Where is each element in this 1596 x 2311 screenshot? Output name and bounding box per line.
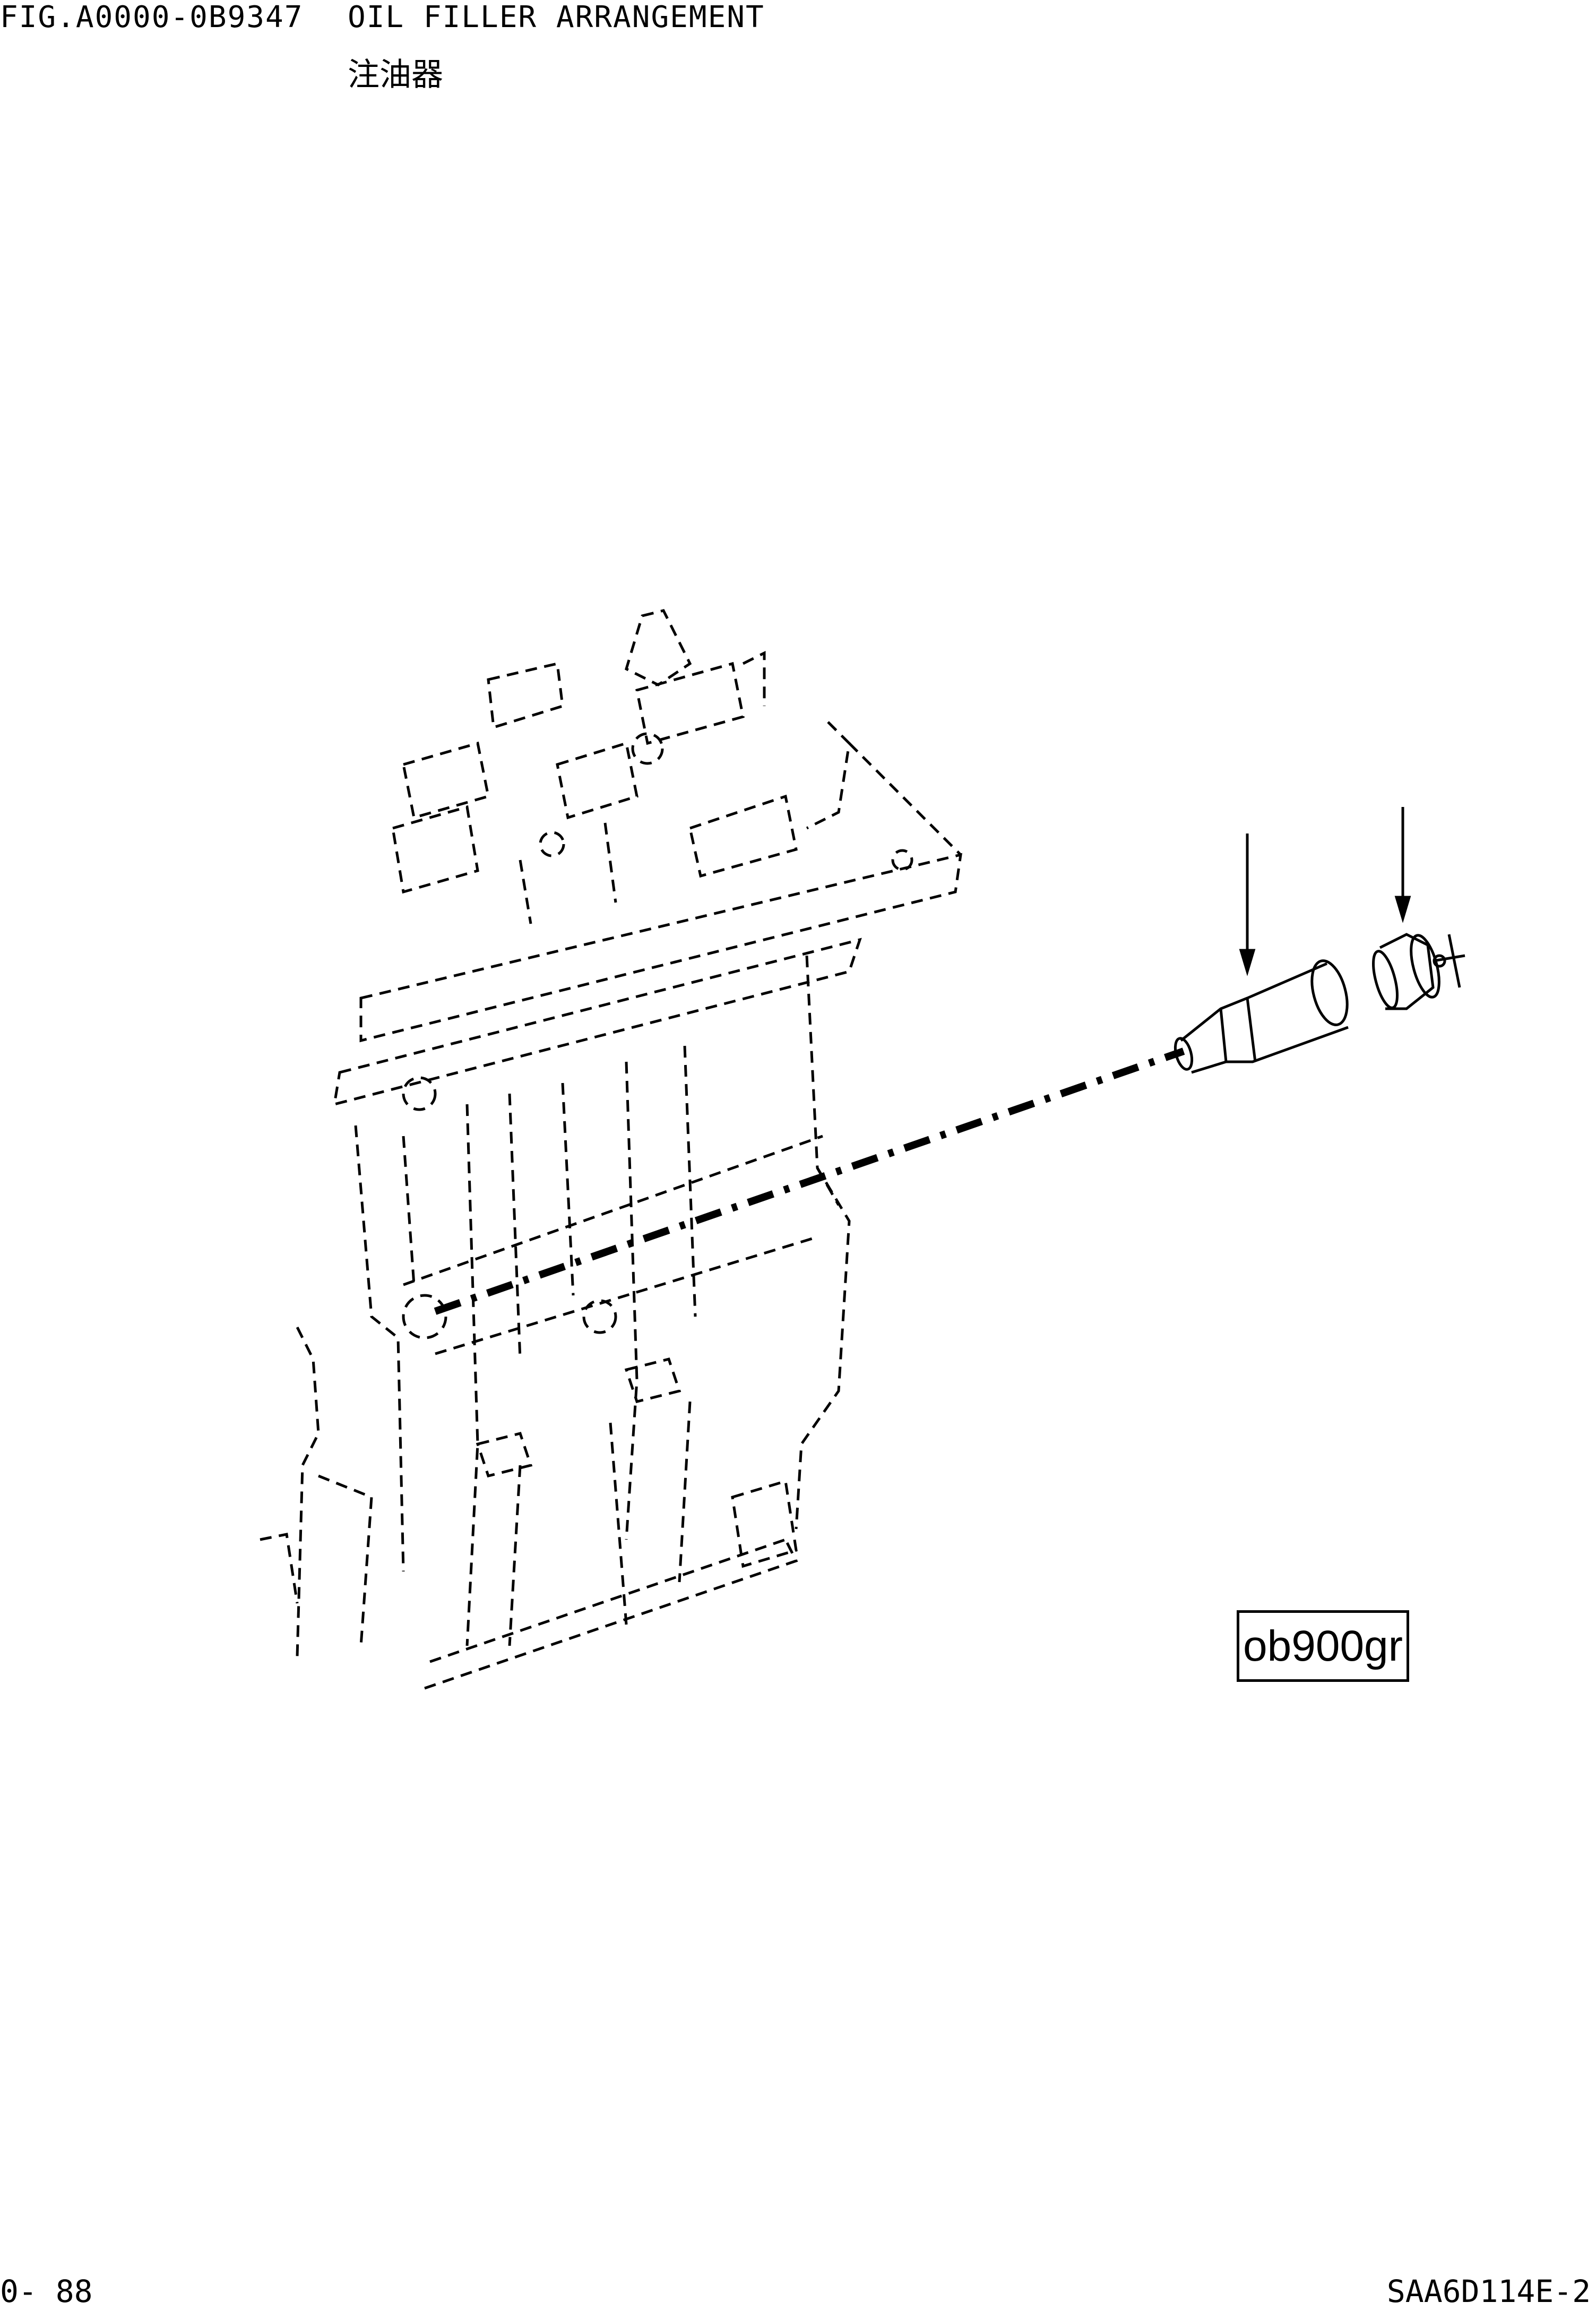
drawing-code-label: ob900gr bbox=[1237, 1610, 1409, 1682]
oil-filler-cap bbox=[1372, 933, 1465, 1010]
drawing-code-text: ob900gr bbox=[1243, 1621, 1403, 1670]
engine-block-outline bbox=[260, 609, 962, 1690]
oil-filler-tube bbox=[1174, 959, 1349, 1074]
figure-id: FIG.A0000-0B9347 bbox=[0, 0, 304, 35]
figure-title-japanese: 注油器 bbox=[348, 56, 443, 93]
page-number: 0- 88 bbox=[0, 2273, 93, 2309]
figure-title: OIL FILLER ARRANGEMENT bbox=[348, 0, 765, 35]
part-arrows bbox=[1239, 807, 1411, 976]
filler-centerline bbox=[434, 1047, 1185, 1315]
engine-model: SAA6D114E-2 bbox=[1386, 2273, 1591, 2309]
